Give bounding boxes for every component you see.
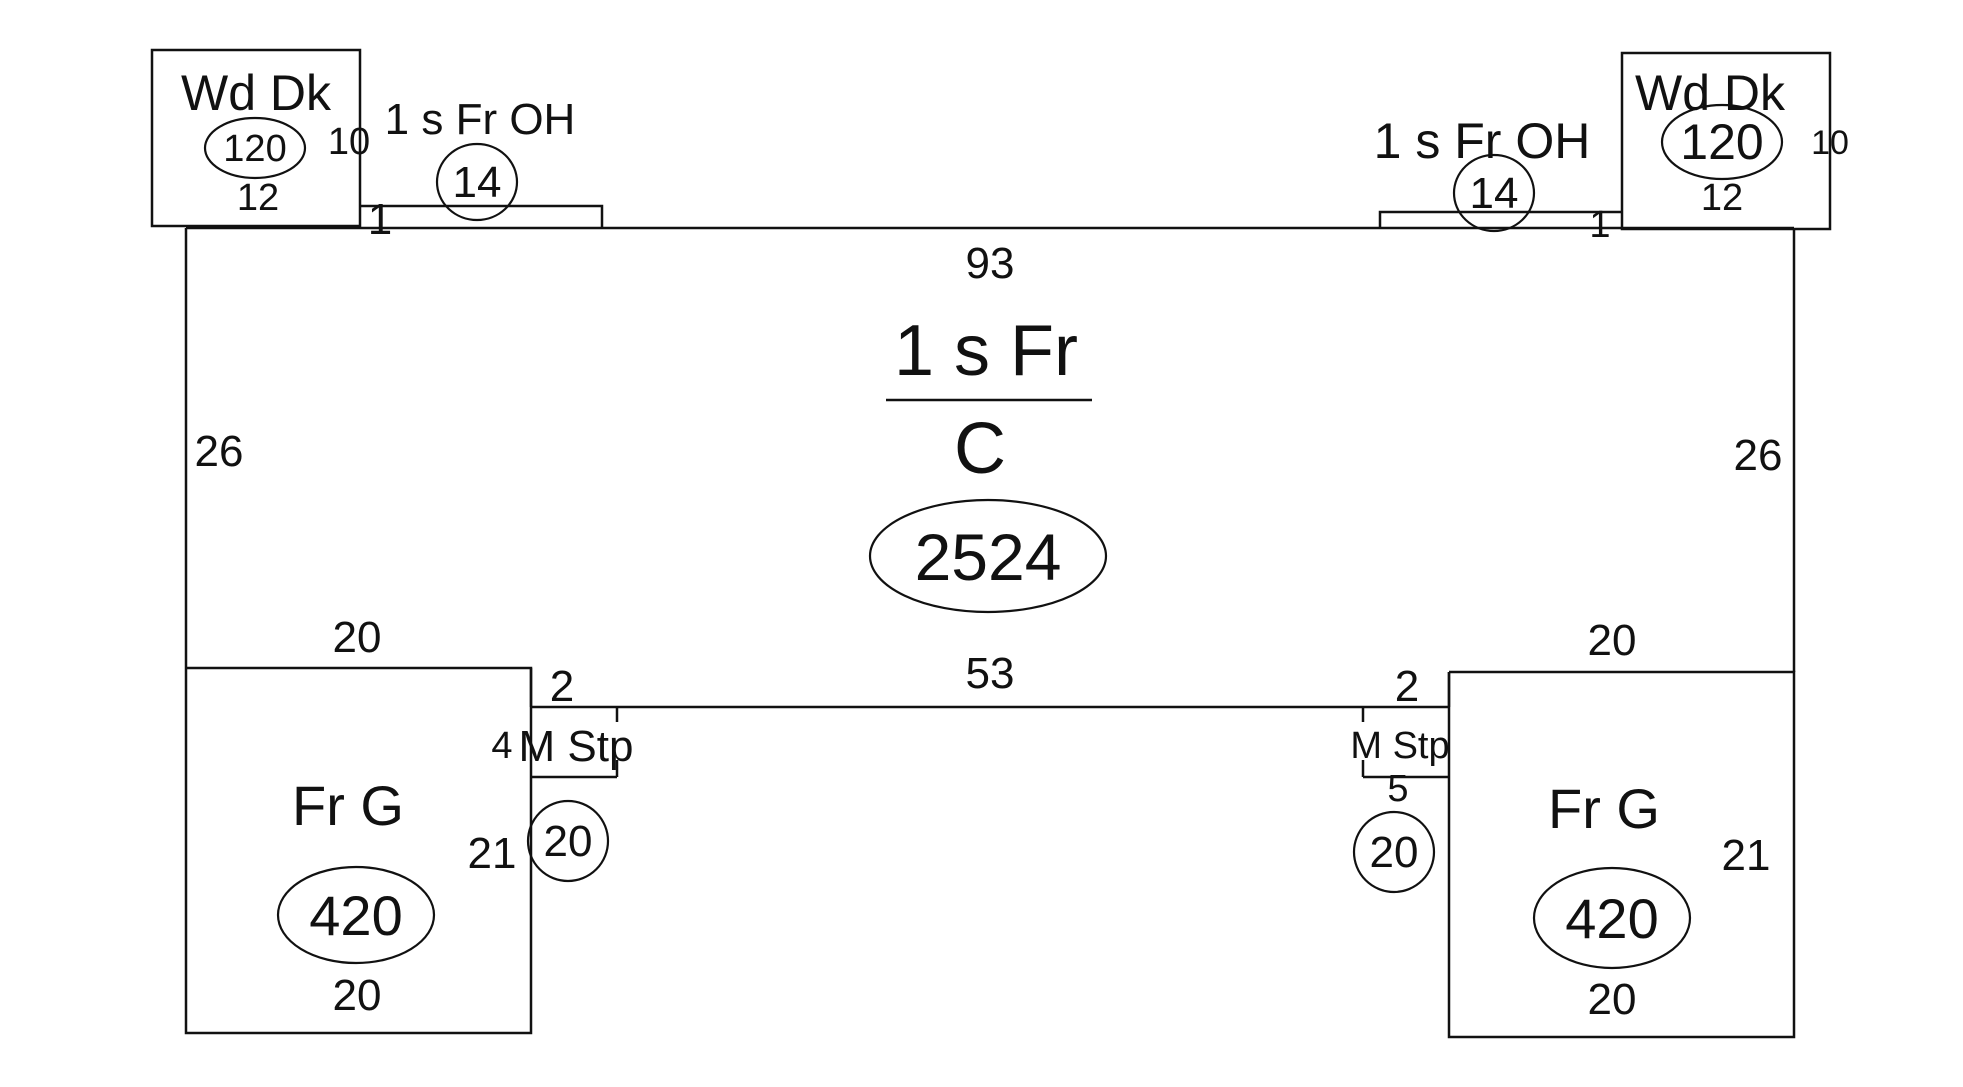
left-overhang-area-oval xyxy=(435,142,519,222)
right-deck-area-oval xyxy=(1660,103,1784,181)
main-bottom-dimension: 53 xyxy=(966,649,1015,698)
left-overhang-area: 14 xyxy=(453,158,502,207)
right-garage-label: Fr G xyxy=(1548,777,1660,840)
right-garage-area-oval xyxy=(1532,866,1692,970)
left-garage-label: Fr G xyxy=(292,774,404,837)
right-garage-offset: 2 xyxy=(1395,662,1419,711)
main-left-dimension: 26 xyxy=(195,427,244,476)
right-garage-bottom-dimension: 20 xyxy=(1588,975,1637,1024)
right-overhang-area-oval xyxy=(1452,153,1536,233)
left-overhang-depth: 1 xyxy=(368,195,392,244)
main-right-dimension: 26 xyxy=(1734,431,1783,480)
right-stoop xyxy=(1361,707,1449,779)
left-stoop-label: M Stp xyxy=(519,722,634,771)
right-garage-outline xyxy=(1447,670,1796,1039)
left-deck-width: 12 xyxy=(237,177,279,219)
left-garage-offset: 2 xyxy=(550,662,574,711)
left-overhang-label: 1 s Fr OH xyxy=(385,95,576,144)
main-sub-label: C xyxy=(954,409,1006,489)
left-stoop-area: 20 xyxy=(544,817,593,866)
main-label: 1 s Fr xyxy=(894,311,1078,391)
left-deck-outline xyxy=(150,48,362,228)
right-stoop-label: M Stp xyxy=(1350,725,1449,767)
left-garage-area-oval xyxy=(276,865,436,965)
main-area-oval xyxy=(868,498,1108,614)
left-garage-area: 420 xyxy=(309,884,402,947)
right-deck-area: 120 xyxy=(1680,114,1763,170)
right-overhang-area: 14 xyxy=(1470,169,1519,218)
right-garage xyxy=(1447,670,1796,1039)
right-deck-width: 12 xyxy=(1701,177,1743,219)
left-deck-depth: 10 xyxy=(328,121,370,163)
main-area: 2524 xyxy=(915,520,1062,594)
left-garage-top-dimension: 20 xyxy=(333,613,382,662)
right-stoop-area-oval xyxy=(1352,810,1436,894)
right-garage-top-dimension: 20 xyxy=(1588,616,1637,665)
right-deck-depth: 10 xyxy=(1811,124,1849,162)
right-deck-label: Wd Dk xyxy=(1635,65,1786,121)
left-deck-label: Wd Dk xyxy=(181,65,332,121)
left-garage-bottom-dimension: 20 xyxy=(333,971,382,1020)
left-stoop xyxy=(531,707,619,779)
main-top-dimension: 93 xyxy=(966,239,1015,288)
left-deck-area: 120 xyxy=(223,128,286,170)
right-overhang-depth: 1 xyxy=(1589,204,1610,246)
right-stoop-area: 20 xyxy=(1370,828,1419,877)
left-garage xyxy=(184,666,533,1035)
right-stoop-width: 5 xyxy=(1387,768,1408,810)
right-overhang-outline xyxy=(1378,210,1622,228)
left-stoop-area-oval xyxy=(526,799,610,883)
left-overhang-outline xyxy=(360,204,604,228)
right-garage-side-dimension: 21 xyxy=(1722,831,1771,880)
right-overhang-label: 1 s Fr OH xyxy=(1374,113,1591,169)
main-house-outline xyxy=(184,226,1796,709)
left-garage-side-dimension: 21 xyxy=(468,829,517,878)
left-garage-outline xyxy=(184,666,533,1035)
right-garage-area: 420 xyxy=(1565,887,1658,950)
left-deck-area-oval xyxy=(203,116,307,180)
right-deck-outline xyxy=(1620,51,1832,231)
left-stoop-width: 4 xyxy=(491,725,512,767)
